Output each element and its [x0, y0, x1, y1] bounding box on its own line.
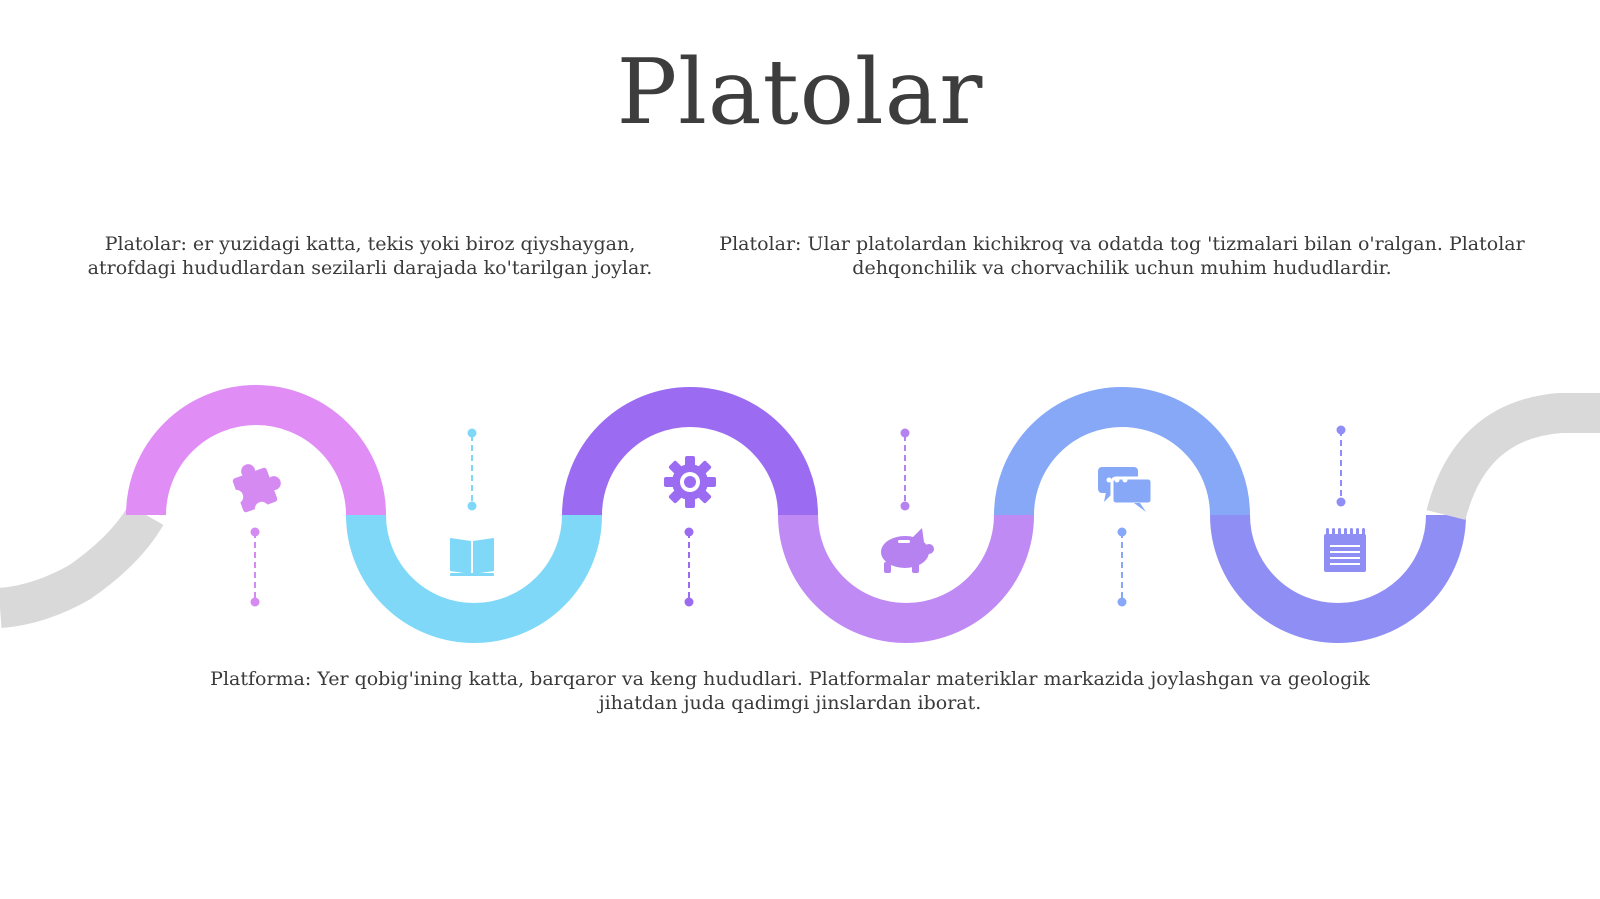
- text-block-left: Platolar: er yuzidagi katta, tekis yoki …: [87, 233, 653, 279]
- connector-dot: [250, 597, 260, 607]
- wave-segment-blue: [994, 387, 1250, 516]
- connector-dot: [467, 428, 477, 438]
- connector-dot: [684, 597, 694, 607]
- connector-dot: [1336, 425, 1346, 435]
- text-block-right: Platolar: Ular platolardan kichikroq va …: [719, 233, 1525, 279]
- wave-segment-gray-right: [1426, 393, 1600, 521]
- connector-dot: [250, 527, 260, 537]
- wave-segment-violet: [562, 387, 818, 516]
- connector-dot: [1336, 497, 1346, 507]
- puzzle-icon: [229, 464, 281, 516]
- wave-segment-periwinkle: [1210, 514, 1466, 643]
- wave-segment-cyan: [346, 514, 602, 643]
- text-block-bottom: Platforma: Yer qobig'ining katta, barqar…: [210, 668, 1370, 714]
- wave-segment-gray-left: [0, 504, 164, 628]
- piggy-bank-icon: [881, 528, 934, 573]
- wave-segment-lilac: [778, 514, 1034, 643]
- chat-icon: [1098, 467, 1154, 512]
- notepad-icon: [1324, 528, 1366, 572]
- connector-dot: [900, 428, 910, 438]
- slide-title: Platolar: [616, 40, 984, 145]
- connector-dot: [467, 501, 477, 511]
- connector-dot: [1117, 597, 1127, 607]
- connector-dot: [1117, 527, 1127, 537]
- wave-segment-pink: [126, 385, 386, 516]
- connector-dot: [684, 527, 694, 537]
- gear-icon: [664, 456, 716, 508]
- connector-dot: [900, 501, 910, 511]
- book-icon: [450, 538, 494, 576]
